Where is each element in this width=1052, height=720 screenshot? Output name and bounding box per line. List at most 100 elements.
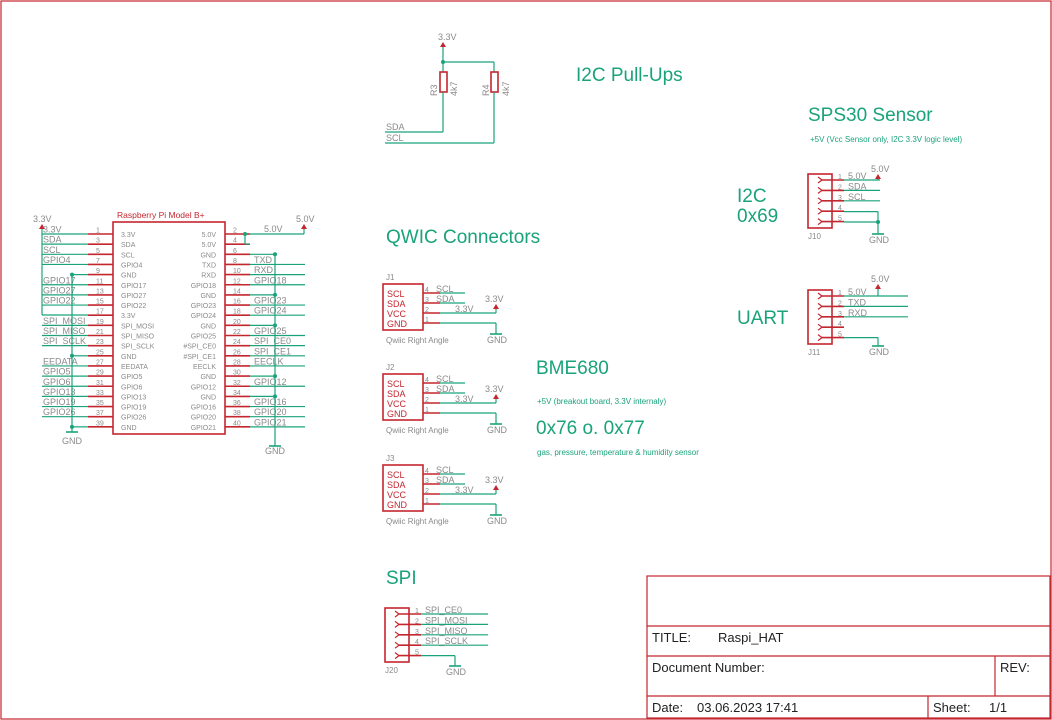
raspi-pin-number-right: 38	[233, 410, 241, 417]
connector-pin-number: 2	[838, 184, 842, 191]
connector-pin-number: 2	[415, 618, 419, 625]
qwic-net-label: SDA	[436, 384, 455, 394]
raspi-net-right: GPIO24	[254, 306, 287, 316]
raspi-pin-number-right: 34	[233, 390, 241, 397]
raspi-pin-name-left: SCL	[121, 252, 135, 259]
raspi-pin-name-left: 3.3V	[121, 232, 136, 239]
pin-chevron-icon	[394, 610, 400, 618]
title-block: TITLE: Raspi_HAT Document Number: REV: D…	[646, 575, 1051, 719]
raspi-pin-number-left: 15	[96, 299, 104, 306]
qwic-pin-name: SDA	[387, 299, 406, 309]
supply-arrow-icon	[493, 485, 499, 490]
qwic-pin-number: 2	[425, 397, 429, 404]
raspi-pin-name-left: GPIO27	[121, 293, 146, 300]
raspi-pin-name-left: GPIO13	[121, 394, 146, 401]
raspi-net-left: GPIO5	[43, 367, 71, 377]
raspi-pin-name-left: 3.3V	[121, 313, 136, 320]
qwic-ref: J3	[386, 454, 395, 463]
raspi-pin-number-left: 17	[96, 309, 104, 316]
raspi-pin-name-left: GPIO22	[121, 303, 146, 310]
raspi-pin-number-right: 8	[233, 258, 237, 265]
pin-chevron-icon	[394, 620, 400, 628]
raspi-pin-number-right: 12	[233, 278, 241, 285]
raspi-pin-name-right: GND	[200, 323, 216, 330]
qwic-body	[382, 464, 424, 512]
raspi-pin-number-left: 19	[96, 319, 104, 326]
raspi-pin-number-left: 13	[96, 288, 104, 295]
qwic-net-label: 3.3V	[455, 394, 474, 404]
connector-ref: J11	[808, 348, 821, 357]
connector-net-label: SPI_MISO	[425, 626, 468, 636]
raspi-pin-number-left: 25	[96, 349, 104, 356]
raspi-pin-name-left: GND	[121, 425, 137, 432]
raspi-pin-number-right: 26	[233, 349, 241, 356]
qwic-ref: J2	[386, 363, 395, 372]
connector-pin-number: 3	[838, 311, 842, 318]
raspi-pin-name-right: GND	[200, 394, 216, 401]
raspi-net-left: SCL	[43, 245, 61, 255]
raspi-gnd-left: GND	[62, 436, 83, 446]
connector-pin-number: 2	[838, 300, 842, 307]
raspi-net-right: SPI_CE1	[254, 346, 291, 356]
raspi-pin-number-right: 14	[233, 288, 241, 295]
raspi-net-left: GPIO27	[43, 285, 76, 295]
raspi-pin-name-left: GND	[121, 354, 137, 361]
raspi-pin-name-left: SPI_SCLK	[121, 344, 155, 351]
qwic-pin-number: 3	[425, 297, 429, 304]
r3-ref: R3	[429, 84, 439, 96]
bme680-note: +5V (breakout board, 3.3V internaly)	[537, 397, 667, 406]
connector-net-label: SPI_MOSI	[425, 615, 468, 625]
raspi-net-right: EECLK	[254, 356, 284, 366]
raspi-pin-name-left: SDA	[121, 242, 136, 249]
qwic-pin-name: SCL	[387, 470, 405, 480]
qwic-label: Qwiic Right Angle	[386, 517, 449, 526]
raspi-net-left: GPIO4	[43, 255, 71, 265]
raspi-pin-number-left: 37	[96, 410, 104, 417]
qwic-pin-name: GND	[387, 500, 408, 510]
pullup-sda-label: SDA	[386, 122, 405, 132]
qwic-pin-number: 3	[425, 387, 429, 394]
raspi-net-left: SPI_SCLK	[43, 336, 86, 346]
qwic-label: Qwiic Right Angle	[386, 426, 449, 435]
connector-pin-number: 4	[415, 639, 419, 646]
raspi-pin-name-right: GND	[200, 293, 216, 300]
qwic-pin-number: 4	[425, 377, 429, 384]
title-label: TITLE:	[652, 630, 691, 645]
heading-bme680: BME680	[536, 358, 609, 379]
raspi-pin-name-left: SPI_MOSI	[121, 323, 154, 330]
qwic-pin-name: GND	[387, 319, 408, 329]
pin-chevron-icon	[817, 302, 823, 310]
qwic-net-label: SDA	[436, 294, 455, 304]
connector-net-label: SDA	[848, 181, 867, 191]
raspi-pin-name-right: #SPI_CE1	[183, 354, 216, 361]
connector-pin-number: 4	[838, 205, 842, 212]
pin-chevron-icon	[394, 652, 400, 660]
raspi-pin-name-right: GPIO16	[191, 405, 216, 412]
raspi-net-right: GPIO20	[254, 407, 287, 417]
supply-arrow-icon	[875, 174, 881, 179]
pullup-scl-label: SCL	[386, 133, 404, 143]
heading-qwic: QWIC Connectors	[386, 227, 540, 248]
pin-chevron-icon	[817, 323, 823, 331]
raspi-net-left: GPIO13	[43, 387, 76, 397]
pin-chevron-icon	[394, 641, 400, 649]
supply-arrow-icon	[493, 304, 499, 309]
raspi-pin-number-right: 2	[233, 228, 237, 235]
raspi-pin-name-left: GPIO19	[121, 405, 146, 412]
raspi-pin-name-left: GPIO6	[121, 384, 143, 391]
pin-chevron-icon	[394, 631, 400, 639]
rev-label: REV:	[1000, 660, 1030, 675]
heading-spi: SPI	[386, 568, 417, 589]
raspi-pin-name-left: GPIO4	[121, 262, 143, 269]
raspi-pin-number-right: 36	[233, 400, 241, 407]
raspi-net-left: GPIO6	[43, 377, 71, 387]
raspi-net-right: GPIO23	[254, 296, 287, 306]
raspi-pin-number-left: 1	[96, 228, 100, 235]
ground-label: GND	[446, 667, 467, 677]
